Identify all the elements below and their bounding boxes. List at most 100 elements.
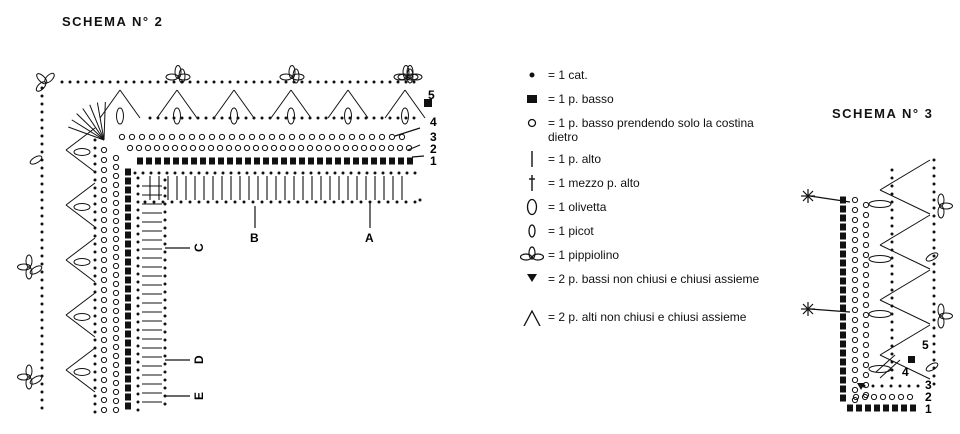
- chain-dot: [136, 208, 140, 212]
- row-number-4: 4: [430, 115, 437, 129]
- single-crochet-square: [191, 157, 197, 165]
- chain-dot: [93, 138, 97, 142]
- chain-dot: [932, 294, 936, 298]
- chain-dot: [40, 222, 44, 226]
- chain-dot: [40, 318, 44, 322]
- chain-dot: [136, 312, 140, 316]
- back-loop-circle: [153, 144, 161, 152]
- chain-dot: [181, 171, 185, 175]
- chain-dot: [140, 80, 144, 84]
- chain-dot: [871, 384, 875, 388]
- single-crochet-square: [389, 157, 395, 165]
- chain-dot: [93, 338, 97, 342]
- legend-item: = 1 p. basso: [520, 90, 780, 114]
- olive-oval: [401, 107, 409, 125]
- chain-dot: [276, 116, 280, 120]
- back-loop-circle: [148, 133, 156, 141]
- olive-oval: [173, 107, 181, 125]
- chain-dot: [40, 310, 44, 314]
- chain-dot: [165, 171, 169, 175]
- olive-oval: [73, 368, 91, 376]
- back-loop-circle: [138, 133, 146, 141]
- chain-dot: [173, 171, 177, 175]
- back-loop-circle: [298, 133, 306, 141]
- petal: [17, 373, 31, 381]
- stitch-line: [156, 89, 178, 119]
- chain-dot: [40, 198, 44, 202]
- single-crochet-square: [362, 157, 368, 165]
- chain-dot: [136, 360, 140, 364]
- chain-dot: [163, 178, 167, 182]
- stitch-line: [879, 299, 931, 325]
- back-loop-circle: [112, 316, 120, 324]
- back-loop-circle: [112, 397, 120, 405]
- chain-dot: [40, 254, 44, 258]
- back-loop-circle: [112, 361, 120, 369]
- back-loop-circle: [388, 133, 396, 141]
- chain-dot: [237, 171, 241, 175]
- chain-dot: [164, 80, 168, 84]
- chain-dot: [93, 226, 97, 230]
- chain-dot-icon: [529, 72, 535, 78]
- chain-dot: [93, 162, 97, 166]
- chain-dot: [40, 278, 44, 282]
- single-crochet-square: [125, 294, 131, 302]
- chain-dot: [890, 376, 894, 380]
- row-number-5: 5: [428, 88, 435, 102]
- chain-dot: [388, 80, 392, 84]
- row-number-1: 1: [430, 154, 437, 168]
- chain-dot: [368, 200, 372, 204]
- chain-dot: [340, 116, 344, 120]
- stitch-line: [879, 244, 931, 270]
- back-loop-circle: [862, 281, 870, 289]
- chain-dot: [163, 314, 167, 318]
- s3-row-number-5: 5: [922, 338, 929, 352]
- row-pointer-3: [394, 127, 421, 137]
- back-loop-circle: [851, 226, 859, 234]
- petal: [937, 315, 945, 329]
- chain-dot: [163, 266, 167, 270]
- chain-dot: [890, 208, 894, 212]
- chain-dot: [68, 80, 72, 84]
- back-loop-circle: [328, 133, 336, 141]
- chain-dot: [932, 350, 936, 354]
- stitch-line: [879, 269, 931, 301]
- single-crochet-square: [125, 357, 131, 365]
- down-triangle-icon: [857, 383, 865, 390]
- legend-item: = 1 pippiolino: [520, 246, 780, 270]
- s3-row-number-2: 2: [925, 390, 932, 404]
- back-loop-circle: [100, 186, 108, 194]
- small-oval-icon: [528, 224, 536, 238]
- stitch-line: [65, 237, 96, 261]
- chain-dot: [325, 171, 329, 175]
- chain-dot: [412, 80, 416, 84]
- chain-dot: [268, 80, 272, 84]
- back-loop-circle: [318, 133, 326, 141]
- chain-dot: [164, 116, 168, 120]
- stitch-line: [71, 119, 105, 141]
- chain-dot: [932, 358, 936, 362]
- stitch-line: [270, 89, 292, 119]
- chain-dot: [163, 202, 167, 206]
- back-loop-circle: [862, 371, 870, 379]
- chain-dot: [890, 288, 894, 292]
- single-crochet-square: [125, 267, 131, 275]
- chain-dot: [163, 298, 167, 302]
- petal: [174, 65, 182, 79]
- chain-dot: [93, 290, 97, 294]
- chain-dot: [932, 270, 936, 274]
- chain-dot: [93, 370, 97, 374]
- chain-dot: [161, 200, 165, 204]
- chain-dot: [93, 234, 97, 238]
- back-loop-circle: [100, 326, 108, 334]
- chain-dot: [890, 176, 894, 180]
- chain-dot: [172, 80, 176, 84]
- chain-dot: [163, 362, 167, 366]
- chain-dot: [136, 344, 140, 348]
- single-crochet-square: [125, 348, 131, 356]
- chain-dot: [890, 280, 894, 284]
- chain-dot: [93, 258, 97, 262]
- chain-dot: [93, 410, 97, 414]
- chain-dot: [381, 171, 385, 175]
- chain-dot: [380, 80, 384, 84]
